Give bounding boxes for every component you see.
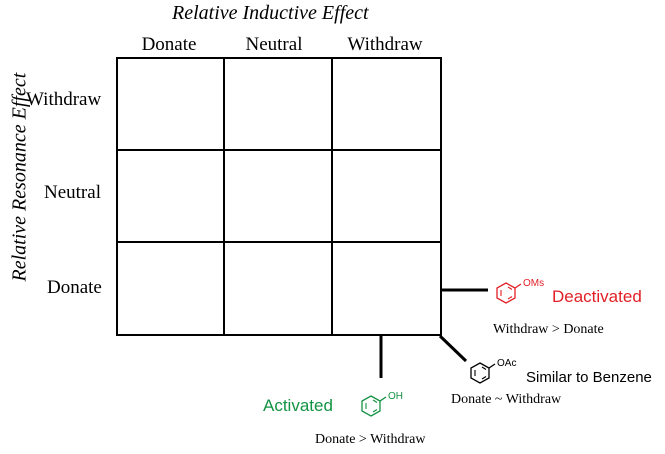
similar-connector [438, 334, 468, 363]
oac-label: OAc [497, 358, 517, 369]
oh-label: OH [388, 391, 403, 402]
similar-note: Donate ~ Withdraw [451, 392, 562, 407]
grid-border [116, 57, 442, 336]
column-label-neutral: Neutral [245, 34, 303, 55]
row-label-donate: Donate [47, 277, 102, 298]
activated-label: Activated [263, 396, 333, 415]
benzene-oac-icon [470, 362, 496, 384]
row-label-withdraw: Withdraw [26, 89, 102, 110]
deactivated-note: Withdraw > Donate [493, 322, 604, 337]
benzene-oms-icon [496, 282, 522, 304]
effect-grid [116, 57, 442, 336]
similar-label: Similar to Benzene [526, 369, 652, 386]
x-axis-title: Relative Inductive Effect [172, 2, 369, 24]
column-label-donate: Donate [141, 34, 197, 55]
benzene-oh-icon [361, 395, 387, 417]
oms-label: OMs [523, 278, 545, 289]
activated-note: Donate > Withdraw [315, 432, 426, 447]
deactivated-label: Deactivated [552, 287, 642, 306]
column-label-withdraw: Withdraw [347, 34, 423, 55]
row-label-neutral: Neutral [44, 182, 101, 203]
